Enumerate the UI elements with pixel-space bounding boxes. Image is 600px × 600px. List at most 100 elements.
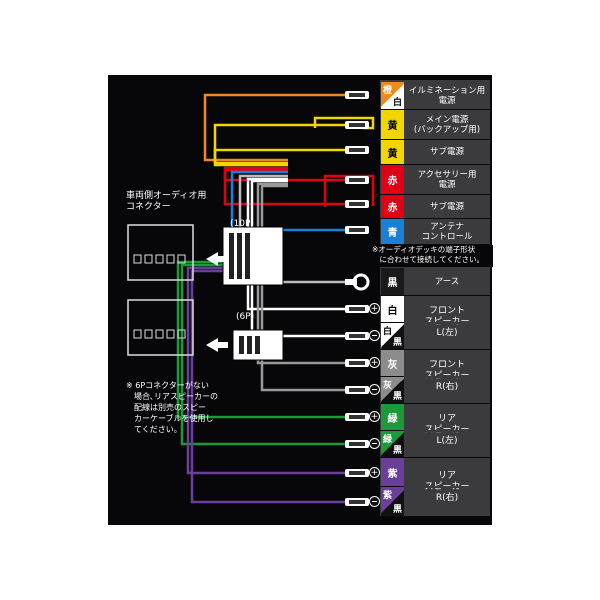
plus-marker-icon: + — [369, 467, 380, 478]
wire-color-swatch: 黄 — [381, 140, 404, 164]
minus-marker-icon — [369, 384, 380, 395]
terminal-core-4 — [349, 202, 365, 206]
minus-bar — [372, 335, 377, 336]
row-separator — [380, 457, 490, 458]
row-separator — [380, 194, 490, 195]
wire-5 — [230, 170, 345, 232]
wire-function-label: アース — [434, 276, 460, 287]
wire-color-code: 青 — [387, 228, 398, 239]
wire-color-swatch: 紫 — [381, 458, 404, 486]
wire-color-code: 橙 — [383, 86, 393, 96]
wire-color-swatch: 灰 — [381, 350, 404, 376]
wire-color-code-secondary: 黒 — [392, 338, 402, 348]
wire-color-code: 黄 — [387, 121, 398, 132]
arrow-10p-shaft — [218, 256, 228, 262]
wiring-svg — [127, 91, 375, 506]
plus-marker-icon: + — [369, 303, 380, 314]
wire-color-code: 赤 — [387, 176, 398, 187]
terminal-core-10 — [349, 388, 365, 392]
wire-color-swatch: 白黒 — [381, 323, 404, 349]
wire-4 — [223, 168, 345, 206]
vehicle-connector-6p — [127, 299, 194, 356]
note-6p-connector: ※ 6Pコネクターがない 場合､リアスピーカーの 配線は別売のスピー カーケーブ… — [126, 381, 218, 434]
wire-color-swatch: 白 — [381, 296, 404, 322]
wire-function-label: メイン電源 (バックアップ用) — [413, 114, 481, 135]
wire-function-label: アンテナ コントロール — [421, 221, 473, 242]
wire-color-code-secondary: 黒 — [392, 505, 402, 515]
row-separator — [380, 295, 490, 296]
wire-color-code-secondary: 白 — [392, 98, 402, 108]
speaker-block-fill — [404, 486, 490, 488]
connector-6p-slot — [255, 336, 260, 354]
row-separator — [380, 164, 490, 165]
terminal-core-14 — [349, 500, 365, 504]
wire-color-code: 紫 — [383, 491, 393, 501]
vehicle-6p-pin — [133, 329, 142, 339]
terminal-core-0 — [349, 93, 365, 97]
wire-color-code: 紫 — [387, 468, 398, 480]
connector-6p-label: (6P) — [236, 312, 255, 322]
wire-color-code: 灰 — [387, 359, 398, 371]
minus-marker-icon — [369, 330, 380, 341]
wire-color-code: 黒 — [387, 278, 398, 289]
minus-bar — [372, 389, 377, 390]
row-separator — [380, 218, 490, 219]
wire-1 — [213, 123, 345, 165]
speaker-block-fill — [404, 322, 490, 324]
vehicle-6p-pin — [166, 329, 175, 339]
terminal-core-2 — [349, 148, 365, 152]
wire-color-code: 白 — [387, 305, 398, 317]
wire-function-label: アクセサリー用 電源 — [417, 169, 477, 190]
wire-0 — [203, 93, 345, 162]
row-separator — [380, 403, 490, 404]
row-separator — [380, 349, 490, 350]
vehicle-10p-pin — [144, 254, 153, 264]
wire-function-label: サブ電源 — [429, 201, 464, 212]
terminal-core-5 — [349, 228, 365, 232]
wire-color-swatch: 緑 — [381, 404, 404, 430]
wire-2 — [213, 148, 345, 167]
terminal-core-8 — [349, 334, 365, 338]
deck-note-gap — [373, 245, 493, 267]
row-separator — [380, 244, 490, 245]
connector-6p-slot — [239, 336, 244, 354]
speaker-block-fill — [404, 376, 490, 378]
vehicle-10p-pin — [166, 254, 175, 264]
wire-color-swatch: 赤 — [381, 195, 404, 218]
minus-marker-icon — [369, 438, 380, 449]
wire-color-swatch: 紫黒 — [381, 487, 404, 516]
connector-10p-slot — [245, 233, 250, 279]
wire-color-code: 黄 — [387, 148, 398, 160]
terminal-core-12 — [349, 442, 365, 446]
wire-color-swatch: 青 — [381, 219, 404, 244]
row-separator — [380, 139, 490, 140]
vehicle-10p-pin — [155, 254, 164, 264]
wire-color-swatch: 緑黒 — [381, 431, 404, 457]
wire-function-label: サブ電源 — [429, 147, 464, 157]
wire-color-code: 灰 — [383, 381, 393, 391]
minus-bar — [372, 501, 377, 502]
arrow-10p-icon — [206, 252, 218, 266]
wire-color-swatch: 黄 — [381, 110, 404, 139]
terminal-core-1 — [349, 123, 365, 127]
vehicle-connector-label: 車両側オーディオ用 コネクター — [126, 191, 207, 212]
wire-color-code: 緑 — [387, 413, 398, 425]
connector-10p-slot — [237, 233, 242, 279]
plus-marker-icon: + — [369, 411, 380, 422]
row-separator — [380, 516, 490, 517]
note-deck-terminal: ※オーディオデッキの端子形状 に合わせて接続してください。 — [372, 245, 485, 264]
minus-bar — [372, 443, 377, 444]
plus-marker-icon: + — [369, 357, 380, 368]
vehicle-6p-pin — [155, 329, 164, 339]
terminal-core-3 — [349, 178, 365, 182]
connector-6p-slot — [247, 336, 252, 354]
vehicle-6p-pin — [144, 329, 153, 339]
wire-color-swatch: 橙白 — [381, 82, 404, 109]
wire-yellow-branch — [313, 116, 375, 130]
arrow-6p-shaft — [218, 342, 228, 348]
row-separator — [380, 109, 490, 110]
connector-10p-label: (10P) — [230, 219, 254, 229]
wire-13 — [186, 266, 345, 475]
terminal-core-13 — [349, 471, 365, 475]
wire-color-swatch: 赤 — [381, 165, 404, 194]
